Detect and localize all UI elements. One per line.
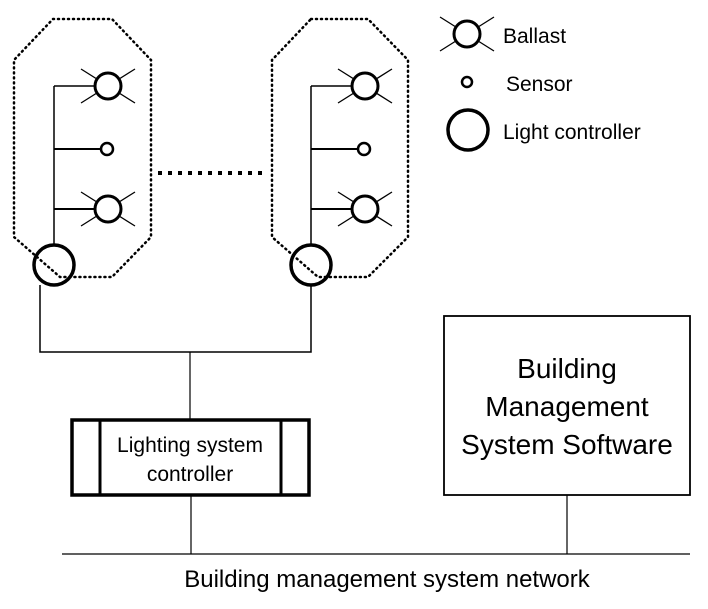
bms-software: Building Management System Software [443,315,691,496]
lighting-controller-label-line2: controller [147,463,233,486]
bms-label-line1: Building [517,353,617,384]
legend-item-light-controller: Light controller [446,108,641,152]
zone-boundary [12,17,153,279]
ballast-icon [80,68,136,104]
controller-wiring [39,285,312,353]
light-controller-icon [32,243,76,287]
ballast-icon [337,191,393,227]
lighting-controller-box [70,418,311,497]
sensor-icon [356,141,372,157]
legend: Ballast Sensor Light controller [439,16,641,152]
zone-group-left [12,17,153,287]
light-controller-icon [446,108,490,152]
ballast-icon [439,16,495,52]
bms-label-line2: Management [485,391,649,422]
ballast-icon [80,191,136,227]
legend-item-sensor: Sensor [460,73,573,96]
zone-group-right [270,17,410,287]
network-label: Building management system network [184,566,591,593]
sensor-icon [99,141,115,157]
lighting-system-controller: Lighting system controller [70,418,311,497]
lighting-controller-label-line1: Lighting system [117,434,263,457]
zone-boundary [270,17,410,279]
legend-label: Light controller [503,121,641,144]
bms-label-line3: System Software [461,429,673,460]
sensor-icon [460,75,474,89]
ballast-icon [337,68,393,104]
legend-item-ballast: Ballast [439,16,566,52]
legend-label: Ballast [503,25,566,48]
light-controller-icon [289,243,333,287]
bms-software-box [443,315,691,496]
legend-label: Sensor [506,73,573,96]
